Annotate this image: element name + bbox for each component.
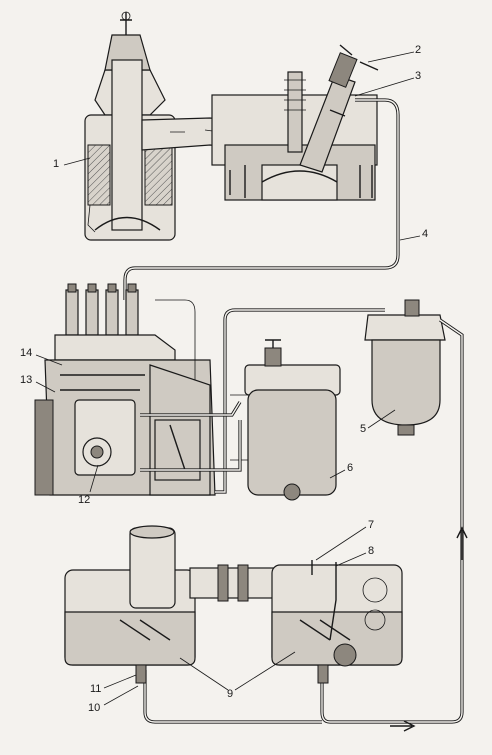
callout-1: 1 xyxy=(53,158,60,170)
callout-2: 2 xyxy=(415,44,422,56)
callout-14: 14 xyxy=(20,347,33,359)
callout-6: 6 xyxy=(347,462,354,474)
callout-13: 13 xyxy=(20,374,33,386)
supply-line xyxy=(143,318,468,732)
flow-arrow-right xyxy=(390,720,416,732)
callout-11: 11 xyxy=(90,683,102,695)
callout-8: 8 xyxy=(368,545,375,557)
injection-pump xyxy=(34,283,216,496)
air-cleaner xyxy=(84,11,176,241)
leader-lines xyxy=(35,51,421,706)
pump-outlet-unions xyxy=(65,283,139,336)
flow-arrow-up xyxy=(456,526,468,560)
callout-12: 12 xyxy=(78,494,91,506)
callout-5: 5 xyxy=(360,423,367,435)
callout-4: 4 xyxy=(422,228,429,240)
fuel-tanks xyxy=(64,525,403,684)
fuel-injector xyxy=(299,44,379,173)
callout-10: 10 xyxy=(88,702,101,714)
callout-3: 3 xyxy=(415,70,422,82)
low-pressure-lines xyxy=(140,308,385,494)
coarse-fuel-filter xyxy=(364,299,446,436)
callout-7: 7 xyxy=(368,519,375,531)
injection-pipe xyxy=(123,98,400,300)
callout-9: 9 xyxy=(227,688,234,700)
engine-head-section xyxy=(211,71,378,201)
fine-fuel-filter xyxy=(230,339,341,501)
